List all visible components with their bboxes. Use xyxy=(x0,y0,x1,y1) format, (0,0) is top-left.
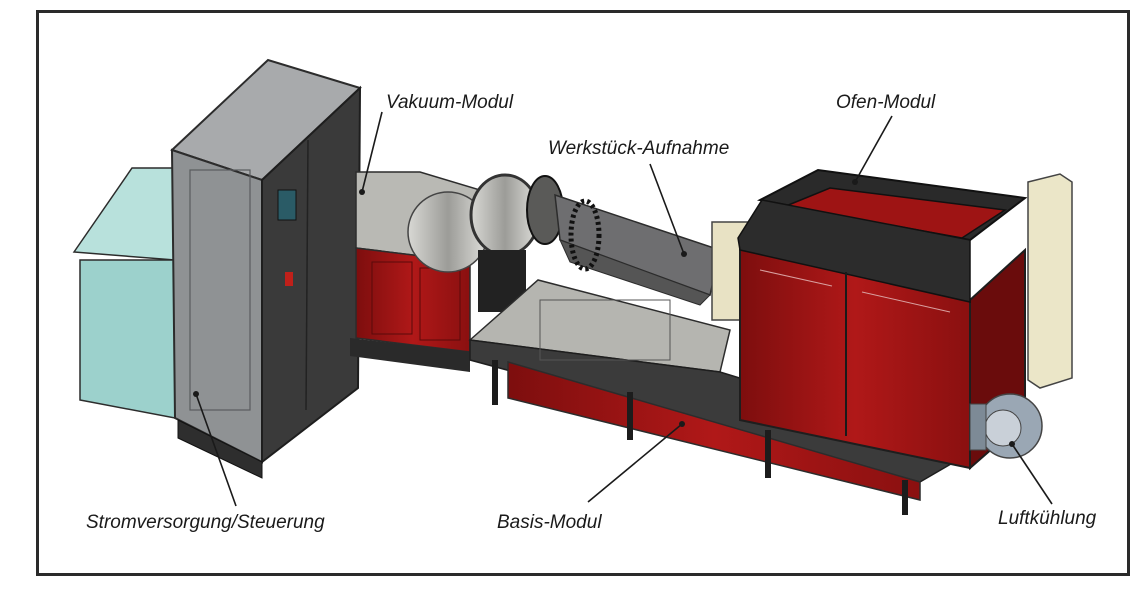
leader-werkstueck xyxy=(649,163,685,255)
leader-basis xyxy=(587,423,683,503)
base-module xyxy=(468,279,977,515)
leader-vakuum xyxy=(361,111,383,193)
leader-ofen xyxy=(854,115,893,183)
label-luftkuehlung: Luftkühlung xyxy=(998,508,1097,529)
air-cooling-unit xyxy=(969,173,1073,459)
label-stromversorgung-steuerung: Stromversorgung/Steuerung xyxy=(86,512,325,533)
leader-luft xyxy=(1011,443,1053,505)
label-vakuum-modul: Vakuum-Modul xyxy=(386,92,514,113)
label-werkstueck-aufnahme: Werkstück-Aufnahme xyxy=(548,138,730,159)
label-basis-modul: Basis-Modul xyxy=(497,512,602,533)
cyan-housing xyxy=(72,167,176,419)
control-cabinet xyxy=(170,58,362,479)
leader-lines xyxy=(195,111,1053,507)
vacuum-module xyxy=(350,171,564,372)
leader-endpoints xyxy=(193,179,1015,447)
leader-strom xyxy=(195,393,237,507)
label-ofen-modul: Ofen-Modul xyxy=(836,92,936,113)
